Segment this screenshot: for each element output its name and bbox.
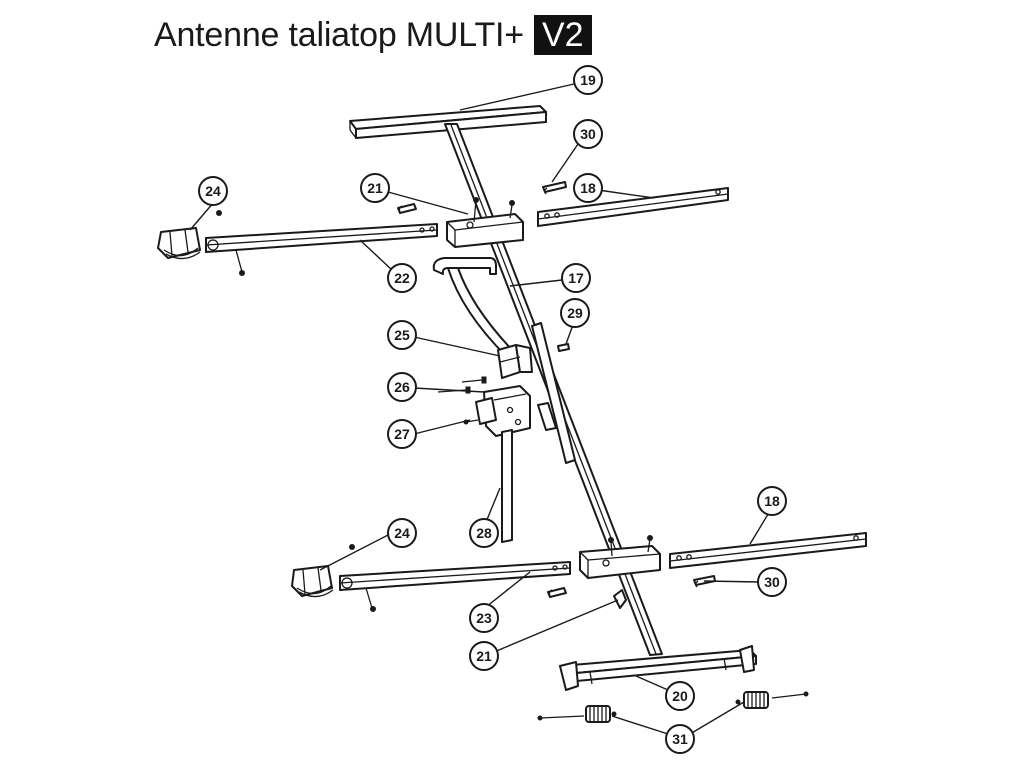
callout-21-upper-label: 21 <box>367 180 383 196</box>
callout-19: 19 <box>573 65 603 95</box>
part-30-upper-clip <box>542 181 567 195</box>
callout-19-label: 19 <box>580 72 596 88</box>
part-28-pole <box>501 429 513 543</box>
callout-30-upper: 30 <box>573 119 603 149</box>
callout-25: 25 <box>387 320 417 350</box>
part-pin-upper <box>397 203 417 214</box>
part-29-pin <box>557 343 570 352</box>
callout-24-lower: 24 <box>387 518 417 548</box>
part-25-sliding-bracket <box>497 344 533 379</box>
callout-28: 28 <box>469 518 499 548</box>
part-21-lower-clip <box>613 589 627 609</box>
callout-26-label: 26 <box>394 379 410 395</box>
callout-23: 23 <box>469 603 499 633</box>
callout-18-upper-label: 18 <box>580 180 596 196</box>
part-18-lower-arm <box>669 532 867 569</box>
callout-17: 17 <box>561 263 591 293</box>
callout-30-lower: 30 <box>757 567 787 597</box>
callout-18-lower: 18 <box>757 486 787 516</box>
part-31-right-spring <box>735 691 809 709</box>
callout-21-lower: 21 <box>469 641 499 671</box>
part-21-lower-clamp <box>579 535 661 579</box>
callout-27-label: 27 <box>394 426 410 442</box>
part-24-lower-hinge <box>291 544 355 598</box>
version-badge: V2 <box>533 15 592 55</box>
part-21-upper-clamp <box>446 197 524 248</box>
part-20-bottom-crossbar <box>559 645 757 691</box>
part-23-lower-arm <box>339 561 571 612</box>
callout-22-label: 22 <box>394 270 410 286</box>
callout-24-upper: 24 <box>198 176 228 206</box>
callout-30-lower-label: 30 <box>764 574 780 590</box>
callout-29-label: 29 <box>567 305 583 321</box>
callout-21-upper: 21 <box>360 173 390 203</box>
callout-24-upper-label: 24 <box>205 183 221 199</box>
callout-27: 27 <box>387 419 417 449</box>
callout-25-label: 25 <box>394 327 410 343</box>
callout-28-label: 28 <box>476 525 492 541</box>
callout-20-label: 20 <box>672 688 688 704</box>
callout-31-label: 31 <box>672 731 688 747</box>
callout-17-label: 17 <box>568 270 584 286</box>
part-22-left-arm <box>205 223 438 276</box>
leader-lines <box>189 83 771 735</box>
callout-24-lower-label: 24 <box>394 525 410 541</box>
part-mast-channel <box>531 322 576 464</box>
callout-30-upper-label: 30 <box>580 126 596 142</box>
part-27-mount-plate <box>463 385 531 437</box>
part-31-left-spring <box>537 705 617 723</box>
callout-29: 29 <box>560 298 590 328</box>
callout-31: 31 <box>665 724 695 754</box>
part-pin-lower <box>547 587 567 598</box>
callout-26: 26 <box>387 372 417 402</box>
callout-18-upper: 18 <box>573 173 603 203</box>
callout-18-lower-label: 18 <box>764 493 780 509</box>
callout-20: 20 <box>665 681 695 711</box>
diagram-title: Antenne taliatop MULTI+ V2 <box>154 12 592 58</box>
callout-22: 22 <box>387 263 417 293</box>
callout-21-lower-label: 21 <box>476 648 492 664</box>
part-18-upper-arm <box>537 187 729 227</box>
callout-23-label: 23 <box>476 610 492 626</box>
title-text: Antenne taliatop MULTI+ <box>154 15 524 54</box>
part-24-upper-hinge <box>157 210 222 260</box>
